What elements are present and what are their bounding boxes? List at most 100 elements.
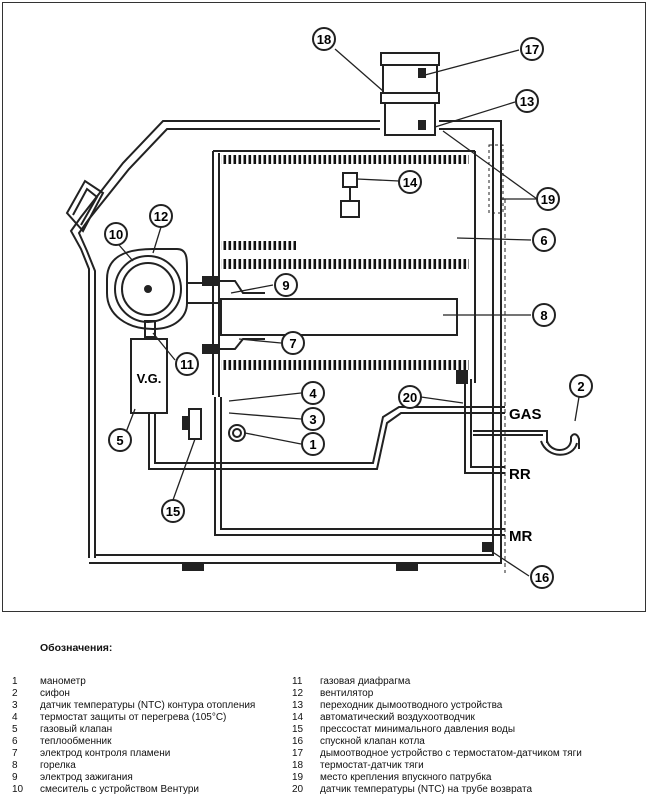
legend-item-10: 10 смеситель с устройством Вентури <box>12 784 199 796</box>
callout-label-15: 15 <box>166 504 180 519</box>
legend-item-8: 8 горелка <box>12 760 76 772</box>
callout-label-9: 9 <box>282 278 289 293</box>
legend-item-number: 13 <box>292 700 304 711</box>
rr-connection-label: RR <box>509 466 531 483</box>
legend-item-2: 2 сифон <box>12 688 70 700</box>
callout-label-5: 5 <box>116 433 123 448</box>
legend-item-9: 9 электрод зажигания <box>12 772 133 784</box>
legend-item-text: газовый клапан <box>40 724 113 735</box>
legend-item-text: термостат-датчик тяги <box>320 760 424 771</box>
callout-circle-20 <box>398 385 422 409</box>
callout-circle-1 <box>301 432 325 456</box>
legend-item-number: 8 <box>12 760 18 771</box>
legend-item-text: термостат защиты от перегрева (105°C) <box>40 712 227 723</box>
callout-label-19: 19 <box>541 192 555 207</box>
legend-item-17: 17 дымоотводное устройство с термостатом-… <box>292 748 582 760</box>
legend-item-text: сифон <box>40 688 70 699</box>
legend-item-4: 4 термостат защиты от перегрева (105°C) <box>12 712 226 724</box>
legend-item-text: спускной клапан котла <box>320 736 425 747</box>
callout-label-6: 6 <box>540 233 547 248</box>
legend-item-text: смеситель с устройством Вентури <box>40 784 199 795</box>
legend-item-text: автоматический воздухоотводчик <box>320 712 475 723</box>
leader-lines <box>118 48 580 577</box>
diagram-frame: V.G. <box>2 2 646 612</box>
callout-circle-18 <box>312 27 336 51</box>
callout-label-18: 18 <box>317 32 331 47</box>
legend-item-text: дымоотводное устройство с термостатом-да… <box>320 748 582 759</box>
callout-circles <box>104 27 593 589</box>
legend-item-text: переходник дымоотводного устройства <box>320 700 503 711</box>
legend-item-12: 12 вентилятор <box>292 688 373 700</box>
legend-item-text: прессостат минимального давления воды <box>320 724 516 735</box>
callout-circle-14 <box>398 170 422 194</box>
callout-label-4: 4 <box>309 386 317 401</box>
callout-label-10: 10 <box>109 227 123 242</box>
boiler-diagram: V.G. <box>65 27 593 589</box>
legend-item-number: 12 <box>292 688 304 699</box>
legend-item-1: 1 манометр <box>12 676 86 688</box>
legend-item-13: 13 переходник дымоотводного устройства <box>292 700 502 712</box>
callout-label-20: 20 <box>403 390 417 405</box>
callout-label-12: 12 <box>154 209 168 224</box>
callout-circle-12 <box>149 204 173 228</box>
callout-label-17: 17 <box>525 42 539 57</box>
callout-label-16: 16 <box>535 570 549 585</box>
callout-label-1: 1 <box>309 437 316 452</box>
legend-item-number: 17 <box>292 748 304 759</box>
legend-item-number: 19 <box>292 772 304 783</box>
legend-title: Обозначения: <box>40 642 113 654</box>
callout-label-8: 8 <box>540 308 547 323</box>
legend-item-text: место крепления впускного патрубка <box>320 772 492 783</box>
callout-circle-2 <box>569 374 593 398</box>
callout-circle-7 <box>281 331 305 355</box>
legend-item-text: электрод зажигания <box>40 772 133 783</box>
boiler-casing <box>65 120 502 571</box>
callout-circle-4 <box>301 381 325 405</box>
legend-item-number: 1 <box>12 676 18 687</box>
legend-item-number: 5 <box>12 724 18 735</box>
legend-item-number: 11 <box>292 676 303 687</box>
flue-chimney <box>380 52 440 136</box>
callout-circle-19 <box>536 187 560 211</box>
gas-valve: V.G. <box>130 338 168 414</box>
callout-circle-17 <box>520 37 544 61</box>
legend-item-number: 2 <box>12 688 18 699</box>
legend-item-5: 5 газовый клапан <box>12 724 112 736</box>
gas-connection-label: GAS <box>509 406 542 423</box>
legend-item-text: вентилятор <box>320 688 374 699</box>
callout-circle-8 <box>532 303 556 327</box>
piping <box>148 370 580 552</box>
legend-item-text: газовая диафрагма <box>320 676 411 687</box>
burner <box>220 298 458 336</box>
legend-item-number: 16 <box>292 736 304 747</box>
callout-numbers: 1 2 3 4 5 6 7 8 9 10 11 12 13 14 15 16 1… <box>109 32 585 585</box>
legend-item-number: 15 <box>292 724 304 735</box>
legend-item-15: 15 прессостат минимального давления воды <box>292 724 515 736</box>
gas-valve-label: V.G. <box>137 371 162 386</box>
callout-circle-16 <box>530 565 554 589</box>
legend-item-number: 4 <box>12 712 18 723</box>
callout-label-11: 11 <box>180 357 194 372</box>
mr-connection-label: MR <box>509 528 532 545</box>
callout-label-7: 7 <box>289 336 296 351</box>
callout-label-14: 14 <box>403 175 418 190</box>
legend-item-text: датчик температуры (NTC) контура отоплен… <box>40 700 256 711</box>
callout-circle-5 <box>108 428 132 452</box>
callout-circle-6 <box>532 228 556 252</box>
legend-item-number: 6 <box>12 736 18 747</box>
callout-circle-15 <box>161 499 185 523</box>
fan-venturi <box>106 248 219 338</box>
legend-item-text: горелка <box>40 760 76 771</box>
legend-item-number: 10 <box>12 784 24 795</box>
legend-item-number: 9 <box>12 772 18 783</box>
legend-item-19: 19 место крепления впускного патрубка <box>292 772 491 784</box>
callout-label-13: 13 <box>520 94 534 109</box>
legend-item-number: 14 <box>292 712 304 723</box>
legend-item-text: манометр <box>40 676 86 687</box>
legend-item-text: датчик температуры (NTC) на трубе возвра… <box>320 784 533 795</box>
